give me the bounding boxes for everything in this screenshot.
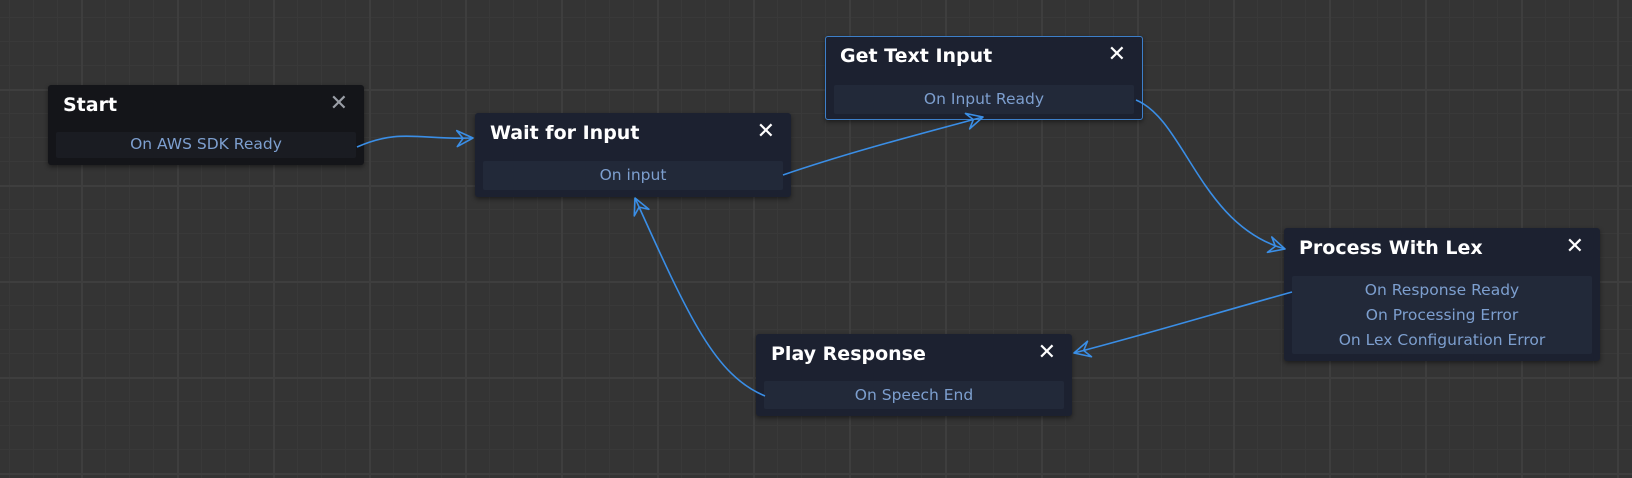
- link-wait-to-text[interactable]: [782, 112, 984, 176]
- node-outputs: On AWS SDK Ready: [56, 132, 356, 158]
- output-port[interactable]: On Processing Error: [1365, 306, 1519, 324]
- node-outputs: On Response Ready On Processing Error On…: [1292, 276, 1592, 354]
- output-port[interactable]: On Input Ready: [923, 90, 1045, 108]
- node-wait-for-input[interactable]: Wait for Input ✕ On input: [475, 113, 791, 197]
- node-outputs: On Speech End: [764, 381, 1064, 409]
- node-outputs: On input: [483, 161, 783, 190]
- link-start-to-wait[interactable]: [356, 129, 474, 148]
- node-outputs: On Input Ready: [834, 85, 1134, 114]
- node-header[interactable]: Get Text Input ✕: [826, 37, 1142, 77]
- node-title: Get Text Input: [840, 45, 993, 67]
- output-port[interactable]: On Response Ready: [1364, 281, 1520, 299]
- node-title: Process With Lex: [1299, 237, 1483, 259]
- close-icon[interactable]: ✕: [329, 91, 348, 116]
- node-header[interactable]: Wait for Input ✕: [475, 113, 791, 153]
- node-title: Wait for Input: [490, 122, 640, 144]
- output-port[interactable]: On input: [599, 166, 667, 184]
- node-header[interactable]: Start ✕: [48, 85, 364, 125]
- close-icon[interactable]: ✕: [1107, 42, 1126, 67]
- node-play-response[interactable]: Play Response ✕ On Speech End: [756, 334, 1072, 416]
- link-play-to-wait[interactable]: [633, 197, 766, 397]
- node-header[interactable]: Process With Lex ✕: [1284, 228, 1600, 268]
- output-port[interactable]: On Speech End: [854, 386, 974, 404]
- link-lex-to-play[interactable]: [1073, 291, 1293, 358]
- close-icon[interactable]: ✕: [1037, 340, 1056, 365]
- close-icon[interactable]: ✕: [1565, 234, 1584, 259]
- link-text-to-lex[interactable]: [1135, 99, 1286, 254]
- node-header[interactable]: Play Response ✕: [756, 334, 1072, 374]
- node-process-with-lex[interactable]: Process With Lex ✕ On Response Ready On …: [1284, 228, 1600, 361]
- node-title: Start: [63, 94, 118, 116]
- close-icon[interactable]: ✕: [756, 119, 775, 144]
- node-start[interactable]: Start ✕ On AWS SDK Ready: [48, 85, 364, 165]
- node-get-text-input[interactable]: Get Text Input ✕ On Input Ready: [825, 36, 1143, 120]
- output-port[interactable]: On AWS SDK Ready: [130, 135, 282, 153]
- output-port[interactable]: On Lex Configuration Error: [1338, 331, 1546, 349]
- node-title: Play Response: [771, 343, 926, 365]
